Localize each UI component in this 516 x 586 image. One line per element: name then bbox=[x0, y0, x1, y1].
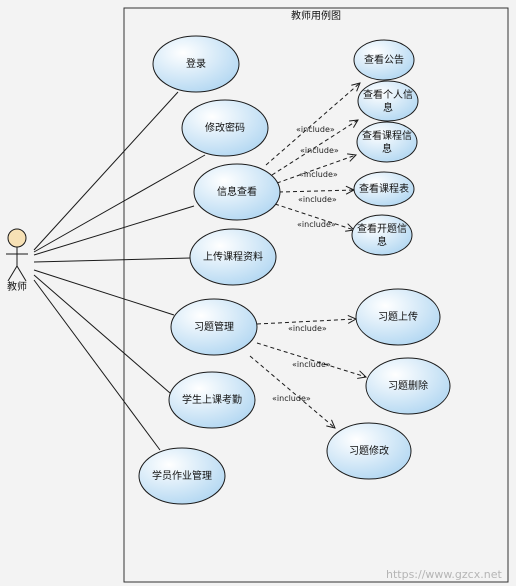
use-case-label: 学生上课考勤 bbox=[182, 393, 242, 406]
use-case-label: 修改密码 bbox=[205, 121, 245, 134]
include-label: «include» bbox=[299, 170, 338, 179]
actor-label: 教师 bbox=[7, 280, 27, 293]
use-case-label: 查看开题信 bbox=[357, 222, 407, 235]
include-label: «include» bbox=[272, 394, 311, 403]
include-label: «include» bbox=[296, 125, 335, 134]
associations bbox=[33, 91, 206, 451]
use-case-exercise-management[interactable]: 习题管理 bbox=[170, 298, 258, 356]
use-case-label: 习题删除 bbox=[388, 379, 428, 392]
include-label: «include» bbox=[300, 146, 339, 155]
use-case-info-view[interactable]: 信息查看 bbox=[193, 163, 281, 221]
use-case-change-password[interactable]: 修改密码 bbox=[181, 99, 269, 157]
use-case-label: 习题修改 bbox=[349, 444, 389, 457]
use-case-attendance[interactable]: 学生上课考勤 bbox=[168, 371, 256, 429]
use-case-label: 息 bbox=[382, 142, 392, 155]
use-case-view-notice[interactable]: 查看公告 bbox=[353, 39, 415, 81]
use-case-login[interactable]: 登录 bbox=[152, 35, 240, 93]
include-label: «include» bbox=[292, 360, 331, 369]
use-case-label: 息 bbox=[383, 101, 393, 114]
use-case-label: 查看课程表 bbox=[359, 182, 409, 195]
use-case-exercise-edit[interactable]: 习题修改 bbox=[326, 422, 412, 480]
use-case-exercise-delete[interactable]: 习题删除 bbox=[365, 357, 451, 415]
use-case-label: 查看课程信 bbox=[362, 129, 412, 142]
include-label: «include» bbox=[288, 324, 327, 333]
use-case-label: 学员作业管理 bbox=[152, 469, 212, 482]
include-dependencies bbox=[249, 83, 366, 428]
use-case-homework-management[interactable]: 学员作业管理 bbox=[138, 447, 226, 505]
use-case-label: 习题上传 bbox=[378, 311, 418, 323]
include-label: «include» bbox=[298, 195, 337, 204]
use-case-upload-materials[interactable]: 上传课程资料 bbox=[189, 228, 277, 286]
use-case-label: 查看个人信 bbox=[363, 88, 413, 101]
system-title: 教师用例图 bbox=[291, 9, 341, 22]
use-case-exercise-upload[interactable]: 习题上传 bbox=[355, 288, 441, 346]
use-case-label: 登录 bbox=[186, 57, 206, 70]
use-case-label: 信息查看 bbox=[217, 185, 257, 198]
actor-head-icon bbox=[7, 228, 27, 248]
use-case-label: 息 bbox=[377, 235, 387, 248]
use-case-label: 习题管理 bbox=[194, 320, 234, 333]
include-labels: «include» «include» «include» «include» … bbox=[272, 125, 339, 403]
use-case-view-opening-info[interactable]: 查看开题信 息 bbox=[351, 214, 413, 256]
use-case-label: 查看公告 bbox=[364, 53, 404, 66]
use-case-view-course-info[interactable]: 查看课程信 息 bbox=[356, 121, 418, 163]
use-case-label: 上传课程资料 bbox=[203, 250, 263, 263]
actor-teacher[interactable]: 教师 bbox=[6, 228, 28, 293]
use-case-view-schedule[interactable]: 查看课程表 bbox=[353, 171, 415, 207]
watermark: https://www.gzcx.net bbox=[386, 568, 502, 581]
include-label: «include» bbox=[297, 220, 336, 229]
use-case-view-personal-info[interactable]: 查看个人信 息 bbox=[357, 80, 419, 122]
